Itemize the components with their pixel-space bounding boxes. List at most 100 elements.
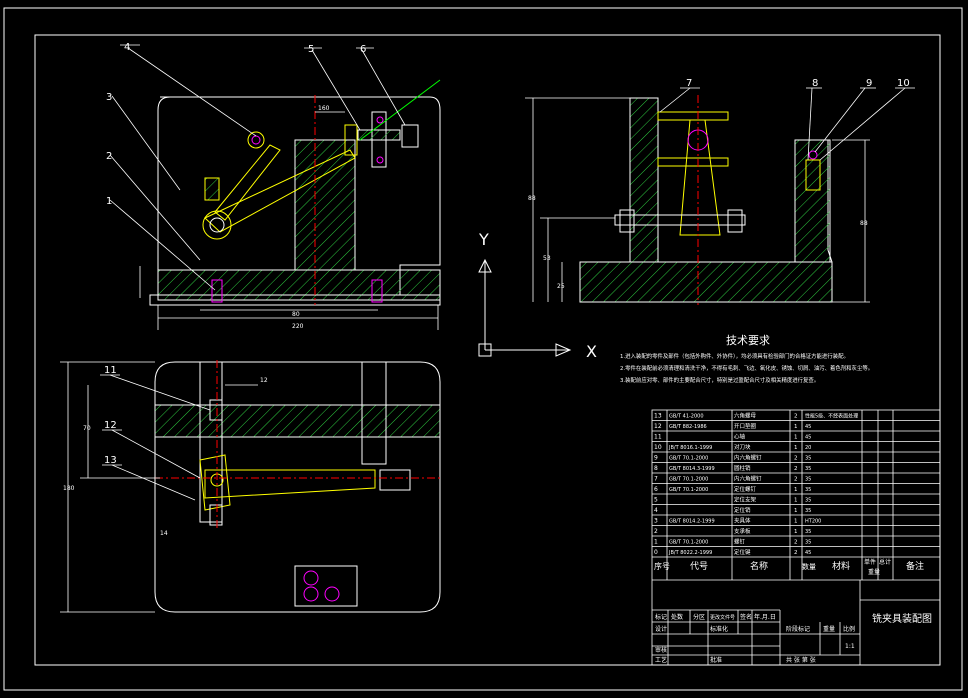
- inner-frame: [34, 34, 941, 666]
- callout-4: 4: [124, 42, 130, 53]
- parts-cell-mat: HT200: [805, 519, 821, 525]
- ucs-axes-icon: [478, 258, 572, 357]
- callout-9: 9: [866, 78, 872, 89]
- parts-cell-code: GB/T 8014.3-1999: [669, 466, 715, 472]
- tb-process: 工艺: [655, 656, 667, 664]
- parts-cell-code: JB/T 8016.1-1999: [668, 445, 712, 451]
- outer-frame: [3, 7, 963, 691]
- parts-cell-mat: 20: [805, 445, 811, 451]
- callout-5: 5: [308, 44, 314, 55]
- dim-side-h2: 53: [543, 255, 551, 262]
- parts-cell-qty: 2: [794, 456, 798, 462]
- parts-cell-no: 5: [654, 497, 658, 504]
- callout-1: 1: [106, 196, 112, 207]
- callout-7: 7: [686, 78, 692, 89]
- hdr-total: 总计: [879, 558, 891, 566]
- tech-req-line2: 2.零件在装配前必须清理和清洗干净，不得有毛刺、飞边、氧化皮、锈蚀、切屑、油污、…: [620, 364, 873, 372]
- parts-cell-name: 支承板: [734, 527, 751, 535]
- parts-cell-mat: 35: [805, 487, 811, 493]
- tb-weight: 重量: [823, 625, 835, 633]
- plan-view-leaders: [100, 374, 211, 501]
- dim-side-h3: 25: [557, 283, 565, 290]
- tb-sheets: 共 张 第 张: [786, 656, 816, 664]
- parts-cell-mat: 35: [805, 540, 811, 546]
- parts-cell-name: 六角螺母: [734, 412, 757, 420]
- callout-3: 3: [106, 92, 112, 103]
- parts-cell-name: 开口垫圈: [734, 422, 757, 430]
- tb-date: 年.月.日: [754, 613, 776, 621]
- parts-cell-qty: 2: [794, 477, 798, 483]
- tb-count: 处数: [671, 613, 683, 621]
- tb-design: 设计: [655, 625, 667, 633]
- parts-cell-code: GB/T 70.1-2000: [669, 477, 708, 483]
- parts-cell-code: JB/T 8022.2-1999: [668, 550, 712, 556]
- parts-cell-no: 12: [654, 423, 662, 430]
- parts-cell-name: 圆柱销: [734, 464, 751, 472]
- parts-cell-code: GB/T 41-2000: [669, 414, 704, 420]
- parts-cell-mat: 35: [805, 529, 811, 535]
- parts-cell-qty: 2: [794, 414, 798, 420]
- parts-cell-code: GB/T 70.1-2000: [669, 540, 708, 546]
- plan-view: [154, 360, 441, 613]
- parts-cell-no: 3: [654, 518, 658, 525]
- front-view: [149, 79, 441, 306]
- hdr-mat: 材料: [832, 560, 850, 572]
- parts-cell-no: 1: [654, 539, 658, 546]
- callout-12: 12: [104, 420, 117, 431]
- tb-scale-value: 1:1: [845, 643, 855, 650]
- parts-cell-mat: 性能5级、不经表面处理: [805, 413, 858, 420]
- parts-cell-mat: 35: [805, 477, 811, 483]
- parts-cell-name: 定位螺钉: [734, 485, 757, 493]
- parts-cell-no: 13: [654, 413, 662, 420]
- dim-plan-left: 180: [63, 485, 75, 492]
- callout-11: 11: [104, 365, 117, 376]
- tb-sign: 签名: [740, 613, 752, 621]
- callout-6: 6: [360, 44, 366, 55]
- parts-cell-name: 定位销: [734, 506, 751, 514]
- callout-8: 8: [812, 78, 818, 89]
- front-view-dims: [139, 111, 439, 330]
- hdr-no: 序号: [654, 561, 670, 571]
- tb-doc: 更改文件号: [710, 614, 735, 621]
- parts-cell-no: 9: [654, 455, 658, 462]
- parts-cell-code: GB/T 70.1-2000: [669, 456, 708, 462]
- hdr-code: 代号: [690, 561, 708, 572]
- parts-cell-mat: 45: [805, 550, 811, 556]
- parts-cell-name: 夹具体: [734, 517, 751, 525]
- dim-side-right: 88: [860, 220, 868, 227]
- parts-cell-name: 定位支架: [734, 496, 757, 504]
- parts-cell-mat: 35: [805, 498, 811, 504]
- parts-cell-no: 11: [654, 434, 662, 441]
- hdr-qty: 数量: [802, 562, 816, 571]
- parts-cell-qty: 1: [794, 445, 798, 451]
- drawing-title: 铣夹具装配图: [872, 612, 932, 625]
- title-block: [651, 409, 941, 666]
- tb-mark: 标记: [655, 613, 667, 621]
- parts-cell-qty: 1: [794, 508, 798, 514]
- front-view-leaders: [109, 44, 406, 291]
- dim-plan-note: 14: [160, 530, 168, 537]
- dim-plan-h: 70: [83, 425, 91, 432]
- parts-cell-qty: 1: [794, 435, 798, 441]
- tech-req-title: 技术要求: [726, 334, 770, 347]
- parts-cell-no: 7: [654, 476, 658, 483]
- callout-10: 10: [897, 78, 910, 89]
- tech-req-line1: 1.进入装配的零件及部件（包括外购件、外协件），均必须具有检验部门的合格证方能进…: [620, 352, 849, 360]
- parts-cell-mat: 35: [805, 508, 811, 514]
- parts-cell-name: 螺钉: [734, 538, 746, 546]
- parts-cell-qty: 2: [794, 540, 798, 546]
- axis-x-label: X: [586, 342, 597, 361]
- parts-cell-code: GB/T 882-1986: [669, 424, 707, 430]
- hdr-name: 名称: [750, 560, 768, 572]
- parts-cell-name: 心轴: [734, 433, 746, 441]
- axis-y-label: Y: [478, 230, 489, 249]
- parts-cell-qty: 2: [794, 466, 798, 472]
- parts-cell-mat: 45: [805, 435, 811, 441]
- hdr-remark: 备注: [906, 560, 924, 572]
- parts-cell-name: 内六角螺钉: [734, 475, 762, 483]
- parts-cell-code: GB/T 8014.2-1999: [669, 519, 715, 525]
- dim-plan-top: 12: [260, 377, 268, 384]
- parts-cell-name: 内六角螺钉: [734, 454, 762, 462]
